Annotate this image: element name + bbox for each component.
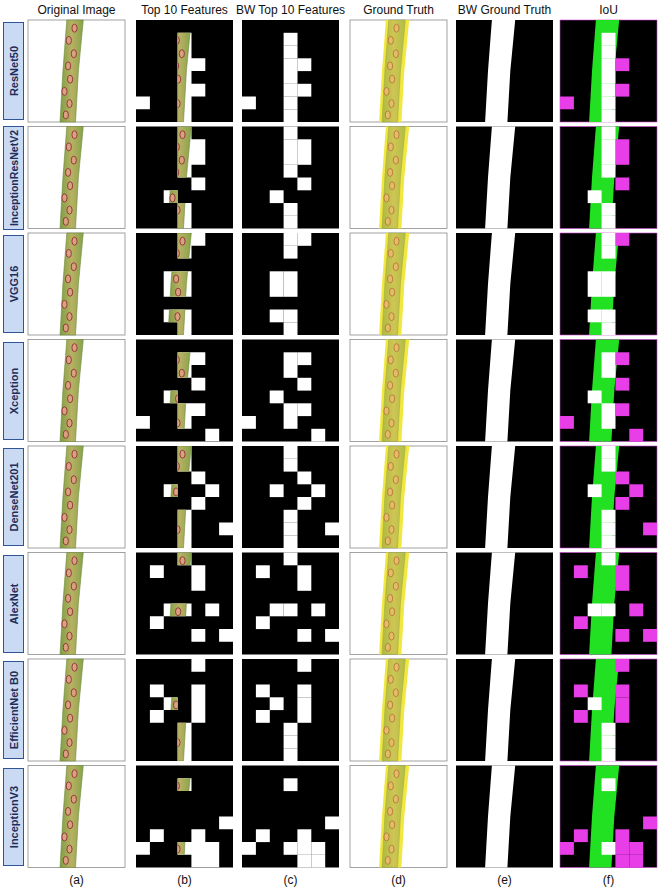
row-label-box: DenseNet201: [3, 448, 24, 546]
panel-letter: (b): [177, 873, 192, 887]
model-name: DenseNet201: [8, 462, 20, 531]
row-label-box: VGG16: [3, 235, 24, 333]
row-label-box: InceptionResNetV2: [3, 126, 24, 230]
column-header: BW Ground Truth: [458, 3, 551, 17]
panel-letter: (a): [69, 873, 84, 887]
panel-letter: (d): [391, 873, 406, 887]
model-name: ResNet50: [8, 46, 20, 96]
row-label-box: AlexNet: [3, 555, 24, 653]
panel-letter: (e): [497, 873, 512, 887]
row-label-box: Xception: [3, 342, 24, 440]
panel-letter: (f): [603, 873, 614, 887]
panel-letter: (c): [284, 873, 298, 887]
model-name: AlexNet: [8, 583, 20, 624]
row-label-box: ResNet50: [3, 22, 24, 120]
model-name: VGG16: [8, 266, 20, 303]
model-name: Xception: [8, 367, 20, 413]
column-header: IoU: [599, 3, 618, 17]
model-name: EfficientNet B0: [8, 671, 20, 749]
column-header: Ground Truth: [363, 3, 434, 17]
model-name: InceptionResNetV2: [8, 129, 20, 225]
model-name: InceptionV3: [8, 785, 20, 847]
column-header: BW Top 10 Features: [236, 3, 345, 17]
row-label-box: EfficientNet B0: [3, 661, 24, 759]
column-header: Top 10 Features: [141, 3, 228, 17]
column-header: Original Image: [37, 3, 115, 17]
row-label-box: InceptionV3: [3, 768, 24, 866]
